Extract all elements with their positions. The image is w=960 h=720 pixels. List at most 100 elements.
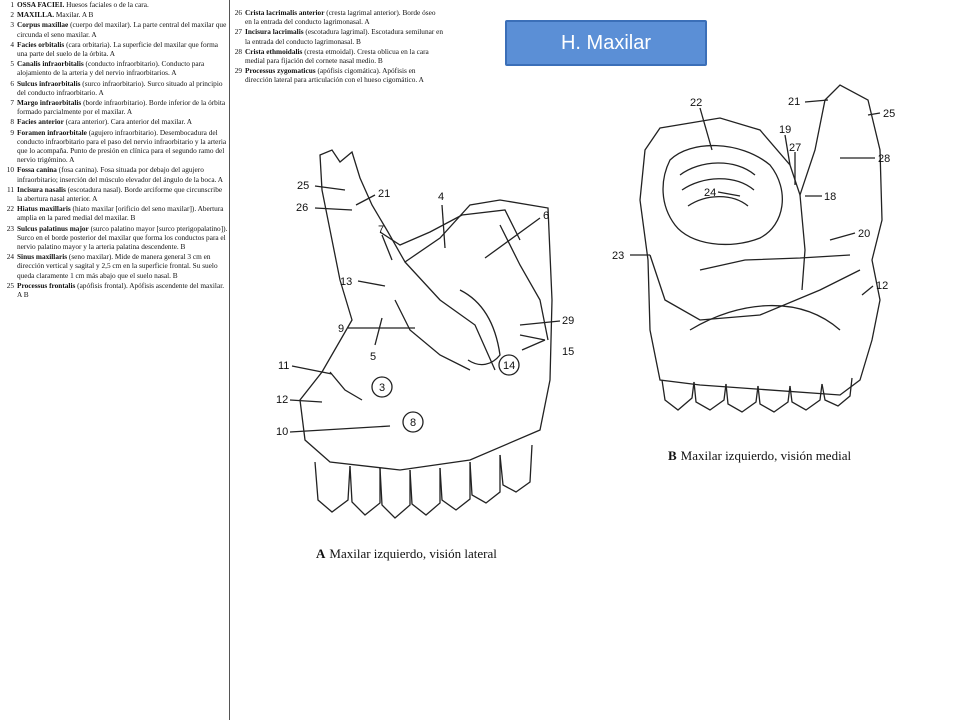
glossary-description: (conducto infraorbitario). Conducto para… [17, 59, 205, 78]
glossary-term: Sulcus infraorbitalis [17, 78, 81, 88]
glossary-entry-number: 3 [10, 20, 14, 30]
label-b-21: 21 [788, 96, 800, 108]
label-a-25: 25 [297, 180, 309, 192]
glossary-entry-number: 4 [10, 39, 14, 49]
glossary-entry-number: 8 [10, 117, 14, 127]
glossary-entry-text: Facies orbitalis (cara orbitaria). La su… [17, 40, 228, 58]
glossary-entry-number: 28 [234, 46, 242, 56]
glossary-term: Crista ethmoidalis [245, 46, 303, 56]
glossary-description: Huesos faciales o de la cara. [66, 0, 149, 9]
glossary-entry-number: 5 [10, 59, 14, 69]
glossary-entry-text: Sulcus infraorbitalis (surco infraorbita… [17, 79, 228, 97]
glossary-entry-text: Foramen infraorbitale (agujero infraorbi… [17, 128, 228, 165]
glossary-description: (cara anterior). Cara anterior del maxil… [65, 117, 193, 127]
glossary-entry-number: 24 [6, 252, 14, 262]
glossary-term: Hiatus maxillaris [17, 204, 71, 214]
label-b-25: 25 [883, 108, 895, 120]
glossary-term: Processus frontalis [17, 280, 76, 290]
glossary-description: (agujero infraorbitario). Desembocadura … [17, 127, 227, 165]
label-b-23: 23 [612, 250, 624, 262]
glossary-entry-text: Incisura nasalis (escotadura nasal). Bor… [17, 185, 228, 203]
glossary-term: MAXILLA. [17, 10, 55, 20]
label-a-11: 11 [278, 360, 289, 372]
glossary-entry-text: Fossa canina (fosa canina). Fosa situada… [17, 165, 228, 183]
glossary-term: Foramen infraorbitale [17, 127, 87, 137]
label-a-7: 7 [378, 224, 384, 236]
figure-a-maxilla-lateral [289, 149, 561, 519]
label-b-22: 22 [690, 97, 702, 109]
figure-b-maxilla-medial [630, 84, 883, 413]
label-a-9: 9 [338, 323, 344, 335]
glossary-entry-number: 6 [10, 78, 14, 88]
slide-title: H. Maxilar [505, 20, 707, 66]
glossary-term: Facies anterior [17, 117, 64, 127]
glossary-entry-number: 26 [234, 8, 242, 17]
glossary-term: Facies orbitalis [17, 39, 65, 49]
glossary-entry-number: 7 [10, 98, 14, 108]
glossary-description: (cresta etmoidal). Cresta oblicua en la … [245, 46, 429, 66]
glossary-entry-text: Hiatus maxillaris (hiato maxilar [orific… [17, 204, 228, 222]
glossary-entry-number: 2 [10, 10, 14, 20]
glossary-entry-number: 11 [6, 184, 14, 194]
glossary-description: (cara orbitaria). La superficie del maxi… [17, 39, 219, 59]
glossary-term: Incisura lacrimalis [245, 27, 304, 37]
label-a-5: 5 [370, 351, 376, 363]
label-a-13: 13 [340, 276, 352, 288]
label-b-20: 20 [858, 228, 870, 240]
glossary-entry-text: Processus zygomaticus (apófisis cigomáti… [245, 66, 443, 84]
glossary-entry-text: Crista ethmoidalis (cresta etmoidal). Cr… [245, 47, 443, 65]
label-a-12: 12 [276, 394, 288, 406]
label-a-26: 26 [296, 202, 308, 214]
glossary-description: (borde infraorbitario). Borde inferior d… [17, 98, 226, 117]
glossary-entry-text: OSSA FACIEI. Huesos faciales o de la car… [17, 0, 228, 9]
label-b-24: 24 [704, 187, 716, 199]
glossary-entry-text: Sulcus palatinus major (surco palatino m… [17, 224, 228, 252]
label-a-3: 3 [379, 382, 385, 394]
glossary-description: (cuerpo del maxilar). La parte central d… [17, 20, 227, 39]
glossary-term: Processus zygomaticus [245, 66, 316, 76]
glossary-term: Canalis infraorbitalis [17, 59, 84, 69]
glossary-entry-number: 25 [6, 280, 14, 290]
glossary-entry-text: Facies anterior (cara anterior). Cara an… [17, 117, 228, 126]
glossary-description: (apófisis cigomática). Apófisis en direc… [245, 66, 424, 85]
glossary-description: (surco palatino mayor [surco pterigopala… [17, 223, 228, 252]
label-a-10: 10 [276, 426, 288, 438]
glossary-entry-text: Crista lacrimalis anterior (cresta lagri… [245, 8, 443, 26]
glossary-entry-text: Incisura lacrimalis (escotadura lagrimal… [245, 27, 443, 45]
glossary-entry-text: Processus frontalis (apófisis frontal). … [17, 281, 228, 299]
glossary-description: (surco infraorbitario). Surco situado al… [17, 78, 223, 97]
glossary-entry-text: Sinus maxillaris (seno maxilar). Mide de… [17, 252, 228, 280]
label-a-15: 15 [562, 346, 574, 358]
glossary-description: (apófisis frontal). Apófisis ascendente … [17, 280, 225, 300]
glossary-description: (escotadura lagrimal). Escotadura semilu… [245, 27, 443, 46]
column-divider [229, 0, 230, 720]
label-b-12: 12 [876, 280, 888, 292]
glossary-description: (fosa canina). Fosa situada por debajo d… [17, 165, 224, 184]
glossary-entry-number: 1 [10, 0, 14, 9]
glossary-entry-text: Corpus maxillae (cuerpo del maxilar). La… [17, 20, 228, 38]
glossary-entry-text: Canalis infraorbitalis (conducto infraor… [17, 59, 228, 77]
glossary-entry-number: 23 [6, 223, 14, 233]
label-a-29: 29 [562, 315, 574, 327]
glossary-entry-number: 10 [6, 165, 14, 175]
glossary-description: (escotadura nasal). Borde arciforme que … [17, 184, 223, 204]
